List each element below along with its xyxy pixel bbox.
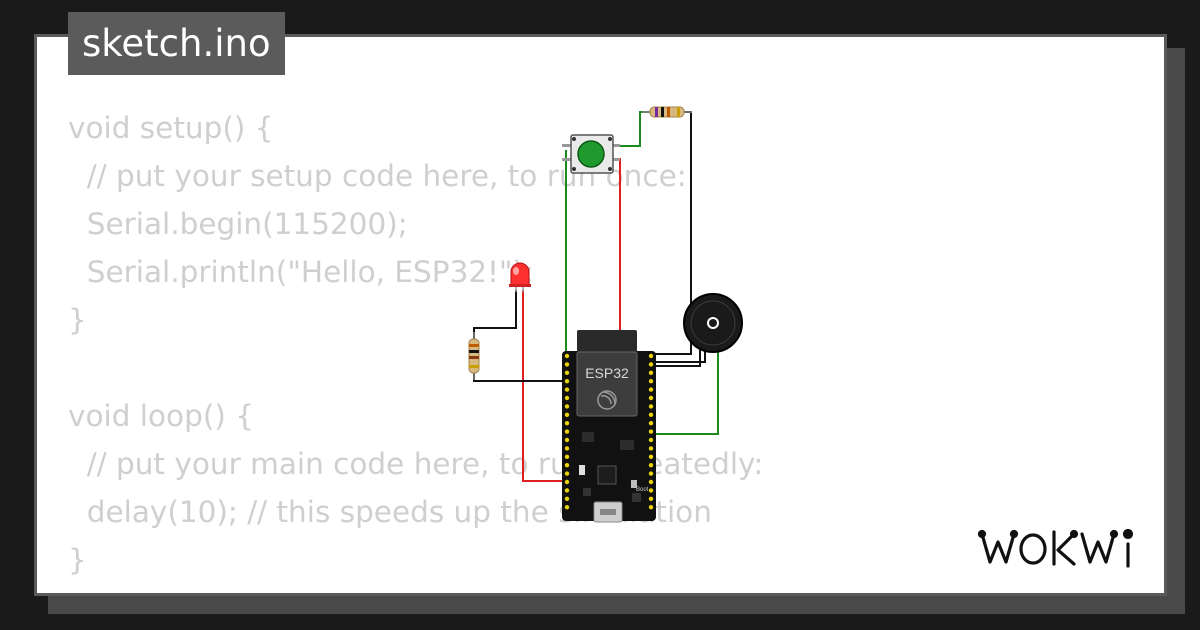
header-pin[interactable]: [648, 421, 654, 426]
header-pin[interactable]: [648, 387, 654, 392]
esp32-board[interactable]: ESP32 Boot: [562, 330, 656, 523]
header-pin[interactable]: [564, 488, 570, 493]
header-pin[interactable]: [648, 496, 654, 501]
header-pin[interactable]: [564, 437, 570, 443]
header-pin[interactable]: [564, 395, 570, 401]
header-pin[interactable]: [564, 454, 570, 459]
code-line: void loop() {: [68, 399, 254, 433]
header-pin[interactable]: [564, 471, 570, 476]
header-pin[interactable]: [564, 421, 570, 426]
code-line: }: [68, 543, 87, 577]
header-pin[interactable]: [648, 353, 654, 359]
resistor-vertical[interactable]: [468, 332, 480, 380]
header-pin[interactable]: [648, 412, 654, 417]
header-pin[interactable]: [648, 395, 654, 401]
boot-label: Boot: [636, 487, 649, 493]
header-pin[interactable]: [648, 429, 654, 434]
header-pin[interactable]: [648, 454, 654, 459]
left-header-pins: [564, 353, 570, 510]
header-pin[interactable]: [564, 404, 570, 409]
header-pin[interactable]: [564, 496, 570, 501]
header-pin[interactable]: [648, 446, 654, 451]
wire-black-buzzer-1[interactable]: [650, 350, 706, 363]
header-pin[interactable]: [648, 479, 654, 485]
header-pin[interactable]: [648, 362, 654, 367]
header-pin[interactable]: [648, 463, 654, 468]
header-pin[interactable]: [648, 471, 654, 476]
code-line: }: [68, 303, 87, 337]
wire-red-led[interactable]: [522, 290, 566, 482]
wire-green-buzzer[interactable]: [652, 352, 719, 435]
header-pin[interactable]: [648, 488, 654, 493]
resistor-horizontal[interactable]: [642, 106, 692, 118]
header-pin[interactable]: [564, 429, 570, 434]
header-pin[interactable]: [564, 479, 570, 485]
header-pin[interactable]: [564, 463, 570, 468]
header-pin[interactable]: [564, 387, 570, 392]
header-pin[interactable]: [564, 379, 570, 384]
header-pin[interactable]: [648, 379, 654, 384]
header-pin[interactable]: [564, 353, 570, 359]
code-line: Serial.begin(115200);: [68, 207, 408, 241]
header-pin[interactable]: [648, 404, 654, 409]
header-pin[interactable]: [564, 412, 570, 417]
board-label: ESP32: [585, 365, 629, 381]
header-pin[interactable]: [648, 505, 654, 510]
header-pin[interactable]: [564, 446, 570, 451]
header-pin[interactable]: [564, 370, 570, 375]
code-background: void setup() { // put your setup code he…: [68, 104, 763, 584]
piezo-buzzer[interactable]: [683, 293, 743, 353]
wire-black-buzzer-2[interactable]: [650, 346, 701, 367]
wokwi-logo: [978, 528, 1134, 568]
header-pin[interactable]: [564, 362, 570, 367]
header-pin[interactable]: [648, 437, 654, 443]
wire-black-led[interactable]: [473, 290, 517, 340]
wire-green-resistor[interactable]: [614, 111, 650, 147]
code-line: void setup() {: [68, 111, 274, 145]
espressif-logo-icon: [597, 390, 617, 410]
red-led[interactable]: [509, 262, 531, 292]
header-pin[interactable]: [564, 505, 570, 510]
header-pin[interactable]: [648, 370, 654, 375]
sketch-title[interactable]: sketch.ino: [68, 12, 285, 75]
right-header-pins: [648, 353, 654, 510]
code-line: // put your setup code here, to run once…: [68, 159, 687, 193]
pushbutton[interactable]: [562, 134, 620, 174]
